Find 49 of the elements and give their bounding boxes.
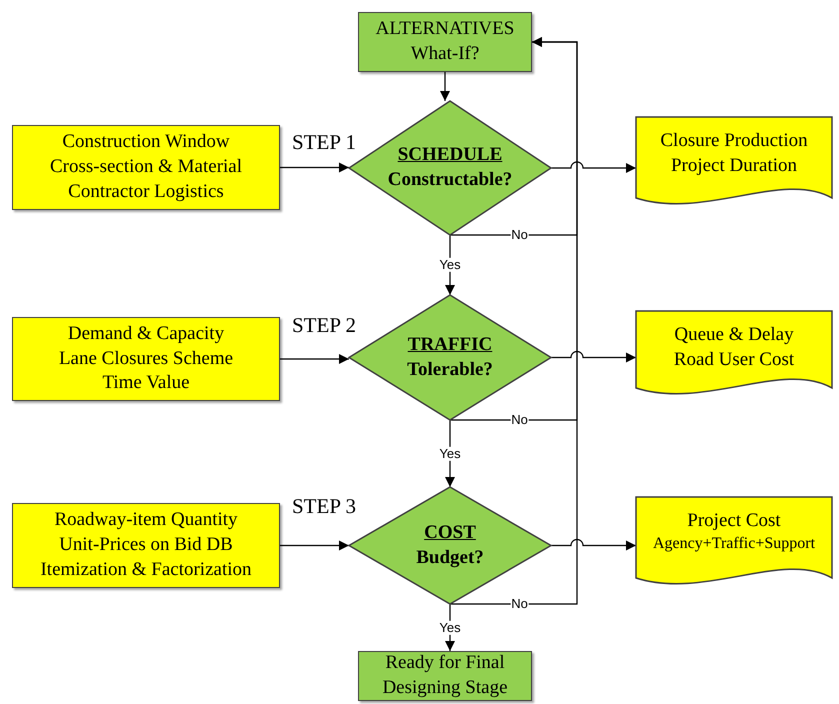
edge-label: Yes bbox=[438, 620, 462, 635]
node-text: Itemization & Factorization bbox=[40, 558, 252, 582]
node-text: Contractor Logistics bbox=[68, 180, 224, 204]
node-text: Tolerable? bbox=[407, 358, 493, 382]
input-box bbox=[12, 125, 280, 210]
connector-arrow bbox=[280, 354, 349, 364]
node-text: Constructable? bbox=[388, 168, 512, 192]
node-text: Time Value bbox=[102, 371, 190, 396]
edge-label: No bbox=[510, 228, 529, 242]
connector-arrow bbox=[280, 540, 349, 550]
node-text: Unit-Prices on Bid DB bbox=[59, 533, 233, 558]
edge-label: No bbox=[510, 596, 529, 612]
decision-title: COST bbox=[424, 520, 476, 545]
edge-label: No bbox=[510, 412, 529, 428]
decision-title: SCHEDULE bbox=[398, 143, 502, 168]
process-box bbox=[358, 12, 532, 72]
step-label: STEP 3 bbox=[292, 494, 356, 519]
connector-arrow bbox=[445, 420, 455, 487]
step-label: STEP 2 bbox=[292, 313, 356, 338]
edge-label: Yes bbox=[438, 258, 462, 272]
edge-label: Yes bbox=[438, 446, 462, 461]
node-text: Closure Production bbox=[660, 129, 808, 153]
node-text: Project Cost bbox=[687, 509, 781, 533]
connector-arrow bbox=[551, 538, 636, 550]
connector-arrow bbox=[280, 162, 349, 172]
connector-arrow bbox=[450, 37, 578, 605]
node-text: Cross-section & Material bbox=[50, 155, 242, 180]
step-label: STEP 1 bbox=[292, 130, 356, 155]
node-text: What-If? bbox=[410, 42, 480, 66]
node-text: Roadway-item Quantity bbox=[54, 508, 238, 532]
input-box bbox=[12, 317, 280, 401]
node-text: Budget? bbox=[416, 546, 484, 570]
connector-arrow bbox=[445, 604, 455, 651]
connector-arrow bbox=[440, 72, 450, 101]
input-box bbox=[12, 503, 280, 588]
node-text: Lane Closures Scheme bbox=[58, 346, 234, 371]
node-text: Ready for Final Designing Stage bbox=[381, 651, 509, 700]
node-text: Project Duration bbox=[670, 154, 798, 178]
node-text: Construction Window bbox=[62, 130, 230, 154]
node-text: ALTERNATIVES bbox=[376, 17, 514, 42]
node-text: Queue & Delay bbox=[674, 323, 794, 347]
process-box bbox=[358, 651, 532, 701]
connector-arrow bbox=[551, 350, 636, 362]
node-text: Agency+Traffic+Support bbox=[652, 534, 816, 554]
decision-title: TRAFFIC bbox=[408, 332, 492, 357]
node-text: Demand & Capacity bbox=[68, 322, 224, 346]
connector-arrow bbox=[551, 161, 636, 173]
node-text: Road User Cost bbox=[674, 348, 794, 372]
connector-arrow bbox=[445, 235, 455, 295]
